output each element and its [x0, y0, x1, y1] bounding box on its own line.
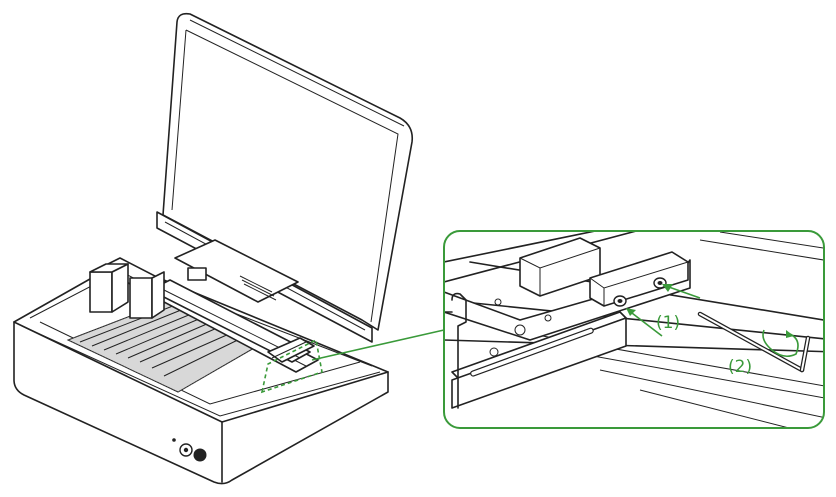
port-icon[interactable] — [172, 438, 176, 442]
arrow-1 — [626, 308, 663, 337]
front-panel — [172, 438, 207, 462]
zoom-frame — [443, 230, 825, 429]
callout-label-1: (1) — [656, 313, 680, 333]
power-button-icon[interactable] — [179, 443, 193, 457]
laser-head-module — [89, 263, 165, 319]
screw-hole-2 — [653, 277, 667, 289]
callout-leader-line — [311, 329, 445, 361]
right-rail-bracket — [267, 337, 315, 363]
highlight-region — [260, 338, 323, 394]
hex-key-icon — [697, 311, 811, 373]
rotation-arrow — [762, 329, 799, 358]
arrow-2 — [662, 284, 701, 299]
laser-engraver-machine — [13, 12, 414, 485]
zoom-detail-panel: (1) (2) — [443, 230, 825, 429]
rear-electronics — [174, 239, 299, 303]
emergency-stop-knob[interactable] — [193, 448, 207, 462]
screw-hole-1 — [613, 295, 627, 307]
callout-label-2: (2) — [728, 357, 752, 377]
open-lid — [162, 12, 414, 331]
